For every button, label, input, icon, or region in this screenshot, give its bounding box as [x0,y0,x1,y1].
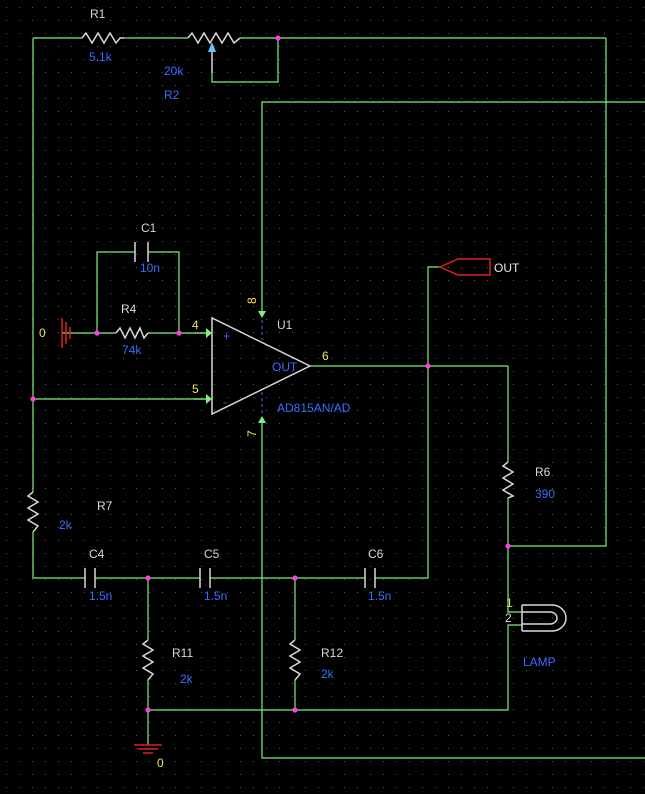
ground-left[interactable]: 0 [39,318,71,348]
port-out-label: OUT [494,261,520,275]
r4-value: 74k [122,343,142,357]
u1-part: AD815AN/AD [277,401,351,415]
ground-bottom-label: 0 [157,756,164,770]
u1-pin8: 8 [245,297,259,304]
resistor-r11[interactable]: R11 2k [141,639,194,686]
c4-ref: C4 [89,547,105,561]
u1-pin4: 4 [192,318,199,332]
junctions [30,35,511,713]
opamp-u1[interactable]: + - OUT U1 AD815AN/AD 4 5 6 8 7 [192,297,351,437]
c6-ref: C6 [368,547,384,561]
capacitor-c1[interactable]: C1 10n [134,221,160,275]
c5-value: 1.5n [204,589,227,603]
r7-value: 2k [59,518,73,532]
u1-plus-sign: + [223,329,230,343]
c6-value: 1.5n [368,589,391,603]
pin7-arrow-icon [258,416,266,423]
r7-ref: R7 [97,499,113,513]
resistor-r6[interactable]: R6 390 [501,461,555,501]
u1-pin6: 6 [322,349,329,363]
resistor-r4[interactable]: R4 74k [115,302,149,357]
u1-ref: U1 [277,318,293,332]
c1-value: 10n [140,261,160,275]
u1-out-label: OUT [272,360,298,374]
c1-ref: C1 [141,221,157,235]
r6-value: 390 [535,487,555,501]
r2-value: 20k [164,64,184,78]
lamp[interactable]: 1 2 LAMP [505,596,567,669]
resistor-r1[interactable]: R1 5.1k [81,7,124,64]
c4-value: 1.5n [89,589,112,603]
port-out[interactable]: OUT [438,258,520,276]
ground-left-label: 0 [39,326,46,340]
r11-ref: R11 [172,646,193,660]
r12-ref: R12 [321,646,343,660]
r1-value: 5.1k [89,50,113,64]
grid-dots [6,7,644,788]
r1-ref: R1 [90,7,106,21]
resistor-r12[interactable]: R12 2k [288,639,343,681]
lamp-ref: LAMP [523,655,556,669]
u1-pin7: 7 [245,430,259,437]
c5-ref: C5 [204,547,220,561]
wiper-arrow-icon [208,42,216,52]
lamp-pin1: 1 [506,596,513,610]
u1-pin5: 5 [192,382,199,396]
potentiometer-r2[interactable]: 20k R2 [164,31,241,102]
r11-value: 2k [180,672,194,686]
capacitor-c6[interactable]: C6 1.5n [364,547,391,603]
capacitor-c5[interactable]: C5 1.5n [199,547,227,603]
r2-ref: R2 [164,88,180,102]
r6-ref: R6 [535,465,551,479]
pin8-arrow-icon [258,311,266,318]
r4-ref: R4 [121,302,137,316]
lamp-pin2: 2 [505,611,512,625]
u1-minus-sign: - [223,395,227,409]
r12-value: 2k [321,667,335,681]
resistor-r7[interactable]: R7 2k [26,491,113,533]
capacitor-c4[interactable]: C4 1.5n [84,547,112,603]
ground-bottom[interactable]: 0 [134,744,164,770]
